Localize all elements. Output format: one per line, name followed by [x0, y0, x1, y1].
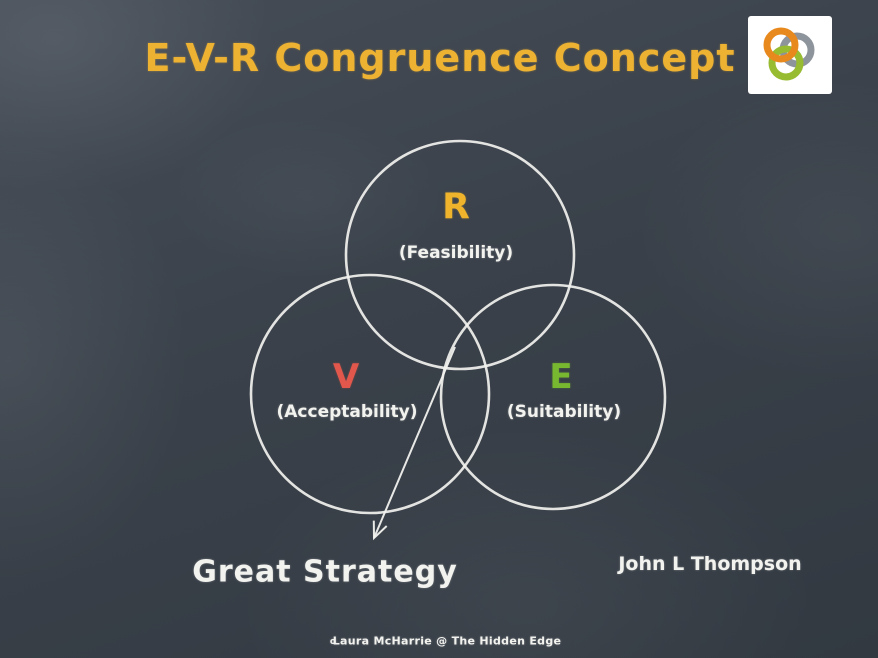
attribution-text: John L Thompson	[618, 553, 802, 575]
venn-letter-v: V	[332, 357, 360, 397]
venn-letter-e: E	[549, 357, 573, 397]
logo-rings-icon	[763, 27, 815, 81]
slide-title: E-V-R Congruence Concept	[144, 36, 736, 80]
venn-sublabel-suitability: (Suitability)	[506, 402, 622, 422]
conclusion-label: Great Strategy	[192, 554, 458, 590]
venn-circle-suitability	[439, 283, 667, 511]
venn-circle-acceptability	[249, 273, 491, 515]
venn-circle-feasibility	[344, 139, 576, 371]
footer-bullet: o	[329, 637, 337, 647]
strategy-arrow-head	[372, 520, 388, 541]
venn-sublabel-acceptability: (Acceptability)	[276, 402, 418, 422]
venn-letter-r: R	[442, 186, 470, 228]
strategy-arrow-shaft	[373, 346, 456, 539]
venn-sublabel-feasibility: (Feasibility)	[398, 243, 514, 263]
interlocking-rings-logo	[748, 16, 832, 94]
footer-credit: Laura McHarrie @ The Hidden Edge	[332, 634, 562, 648]
